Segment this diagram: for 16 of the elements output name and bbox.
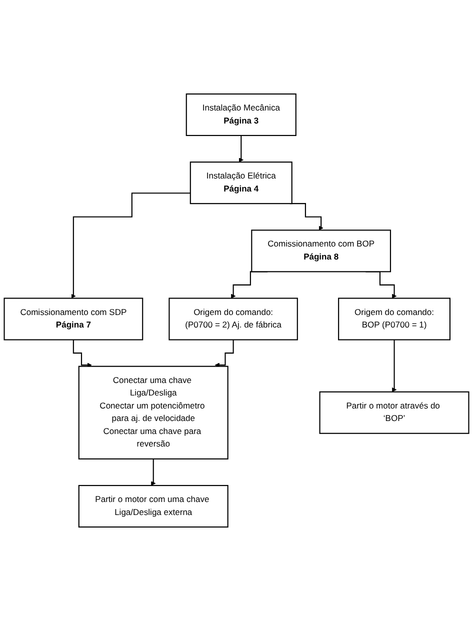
arrow <box>72 339 92 368</box>
node-box: Origem do comando: BOP (P0700 = 1) <box>338 298 450 340</box>
node-box: Comissionamento com SDP Página 7 <box>4 298 144 340</box>
node-box: Comissionamento com BOP Página 8 <box>251 230 392 272</box>
node-box: Partir o motor através do ‘BOP’ <box>319 391 470 434</box>
arrow <box>290 203 324 230</box>
node-box: Instalação Mecânica Página 3 <box>186 93 296 136</box>
arrow <box>214 339 234 368</box>
arrow <box>392 339 397 392</box>
arrow <box>151 458 156 486</box>
arrow <box>71 192 190 298</box>
node-box: Conectar uma chave Liga/Desliga Conectar um potenciômetro para aj. de velocidade Conectar uma chave para reversão <box>78 366 228 460</box>
node-box: Origem do comando: (P0700 = 2) Aj. de fábrica <box>168 298 298 340</box>
arrow <box>238 134 244 162</box>
node-box: Partir o motor com uma chave Liga/Desliga externa <box>78 484 228 528</box>
node-box: Instalação Elétrica Página 4 <box>190 162 292 204</box>
